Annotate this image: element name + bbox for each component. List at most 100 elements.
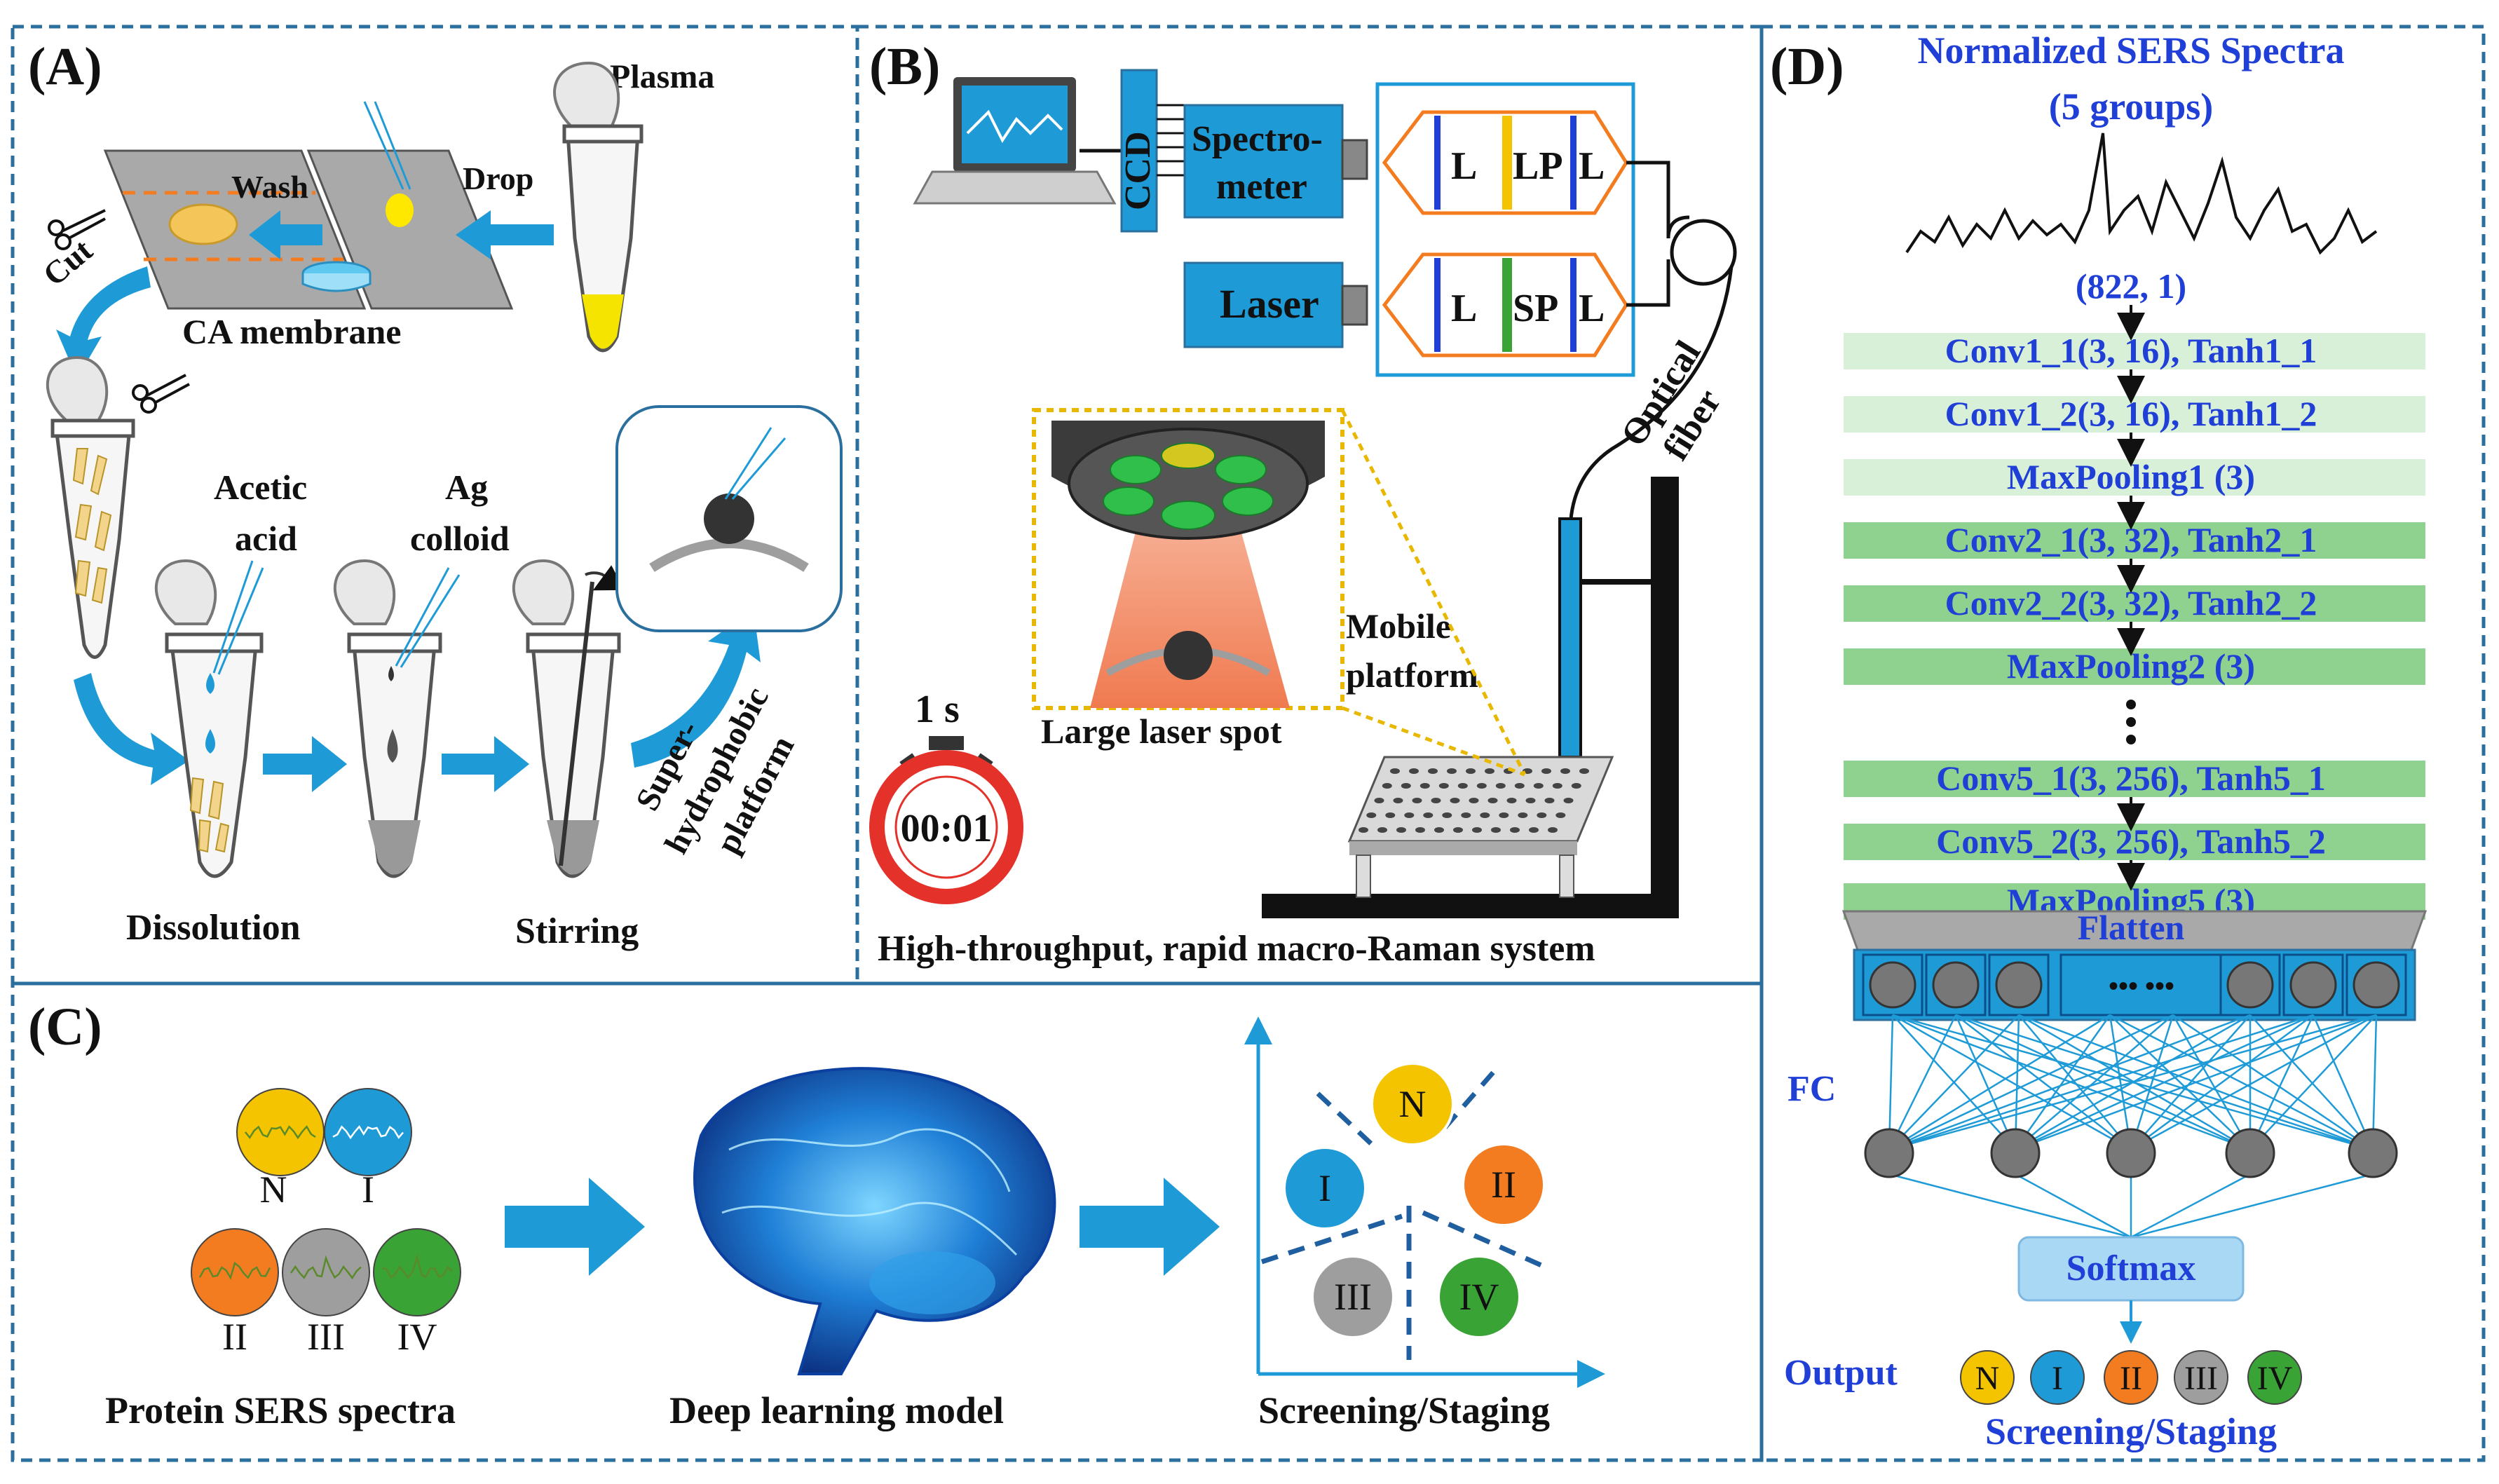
- well: [1431, 798, 1441, 803]
- well: [1412, 798, 1422, 803]
- fc-edge: [1888, 1014, 2174, 1151]
- output-class-label: IV: [2257, 1360, 2293, 1397]
- arrow-platform: [631, 610, 761, 768]
- input-shape: (822, 1): [2076, 266, 2186, 306]
- lp-label: LP: [1513, 144, 1563, 188]
- result-group-label: III: [1334, 1276, 1372, 1318]
- layer-label: Conv2_1(3, 32), Tanh2_1: [1945, 520, 2317, 559]
- arrow-to-result: [1080, 1178, 1220, 1276]
- output-label: Output: [1784, 1353, 1898, 1393]
- panel-d-label: (D): [1770, 37, 1844, 96]
- well: [1428, 768, 1438, 774]
- well: [1447, 768, 1457, 774]
- output-circle-I: [2030, 1350, 2085, 1405]
- result-circle-I: [1283, 1146, 1367, 1230]
- fc-edge: [2018, 1014, 2374, 1151]
- spectrum-trace: [245, 1125, 316, 1140]
- output-circle-III: [2174, 1350, 2228, 1405]
- mobile-label-2: platform: [1346, 655, 1478, 695]
- flatten-label: Flatten: [2078, 908, 2185, 947]
- ccd-pins: [1157, 104, 1185, 177]
- arrow-drop: [456, 210, 554, 259]
- fc-edge: [2249, 1014, 2374, 1150]
- fc-edge: [2109, 1014, 2132, 1150]
- result-circle-III: [1311, 1255, 1395, 1339]
- fc-edge: [2109, 1014, 2374, 1151]
- well: [1560, 768, 1570, 774]
- arrow-to-model: [505, 1178, 645, 1276]
- well: [1555, 812, 1566, 818]
- well: [1469, 798, 1479, 803]
- well: [1518, 812, 1528, 818]
- well: [1390, 768, 1400, 774]
- fc-node: [2225, 1128, 2275, 1178]
- mobile-label-1: Mobile: [1346, 606, 1451, 646]
- well: [1404, 812, 1415, 818]
- fc-edge: [1888, 1014, 2111, 1151]
- spectrum-trace: [198, 1261, 271, 1280]
- well: [1499, 812, 1509, 818]
- layer-label: MaxPooling1 (3): [2007, 457, 2255, 496]
- ag-label-1: Ag: [445, 468, 488, 507]
- well: [1377, 827, 1387, 833]
- ag-label-2: colloid: [410, 519, 510, 558]
- result-group-label: I: [1319, 1167, 1331, 1209]
- acetic-label-1: Acetic: [214, 468, 307, 507]
- well: [1461, 812, 1471, 818]
- fc-edge: [2130, 1173, 2251, 1239]
- fc-edge: [2249, 1014, 2315, 1150]
- spectrum-trace: [381, 1253, 453, 1280]
- fc-node: [1990, 1128, 2041, 1178]
- output-class-label: II: [2120, 1360, 2142, 1397]
- plasma-label: Plasma: [610, 58, 714, 95]
- stirring-tube: [512, 559, 625, 878]
- fc-edge: [1888, 1014, 1894, 1150]
- panel-d-caption: Screening/Staging: [1985, 1410, 2277, 1452]
- well: [1453, 827, 1463, 833]
- scissors-icon: [48, 209, 106, 250]
- dissolution-tube: [154, 559, 264, 878]
- mobile-platform-stand: [1262, 477, 1679, 918]
- well: [1541, 768, 1551, 774]
- spectra-caption: Protein SERS spectra: [105, 1389, 456, 1431]
- fc-node: [2106, 1128, 2156, 1178]
- classification-axes: [1244, 1016, 1605, 1388]
- well: [1409, 768, 1419, 774]
- flatten-cell: [2059, 953, 2222, 1016]
- platform-inset: [615, 405, 843, 632]
- flatten-nodes: [1862, 953, 2407, 1016]
- result-group-label: N: [1399, 1083, 1426, 1125]
- output-class-label: I: [2052, 1360, 2063, 1397]
- panel-frames: [11, 25, 2486, 1462]
- fc-edge: [1892, 1014, 2132, 1151]
- layer-label: Conv1_2(3, 16), Tanh1_2: [1945, 394, 2317, 433]
- well: [1571, 783, 1581, 789]
- time-label: 1 s: [915, 688, 960, 731]
- laser-port: [1341, 285, 1368, 326]
- fc-label: FC: [1788, 1069, 1836, 1109]
- fc-edge: [1954, 1014, 2017, 1150]
- output-circle-N: [1960, 1350, 2015, 1405]
- frame-d: [1759, 25, 2486, 1462]
- well: [1401, 783, 1411, 789]
- filter-path-bottom: L SP L: [1382, 252, 1628, 358]
- spectrum-trace: [290, 1255, 362, 1280]
- softmax-label: Softmax: [2066, 1248, 2196, 1288]
- plasma-tube: [553, 61, 644, 353]
- fc-edge: [1888, 1173, 2132, 1239]
- well: [1533, 783, 1544, 789]
- well: [1419, 783, 1430, 789]
- lens-label-2: L: [1579, 144, 1605, 188]
- well: [1514, 783, 1525, 789]
- ca-membranes: [103, 101, 514, 310]
- cut-label: Cut: [36, 232, 100, 293]
- fc-edge: [2130, 1173, 2374, 1239]
- process-arrows-a: [56, 210, 761, 792]
- fc-edge: [2172, 1014, 2374, 1151]
- stopwatch-readout: 00:01: [901, 807, 993, 850]
- fc-edge: [2015, 1173, 2132, 1239]
